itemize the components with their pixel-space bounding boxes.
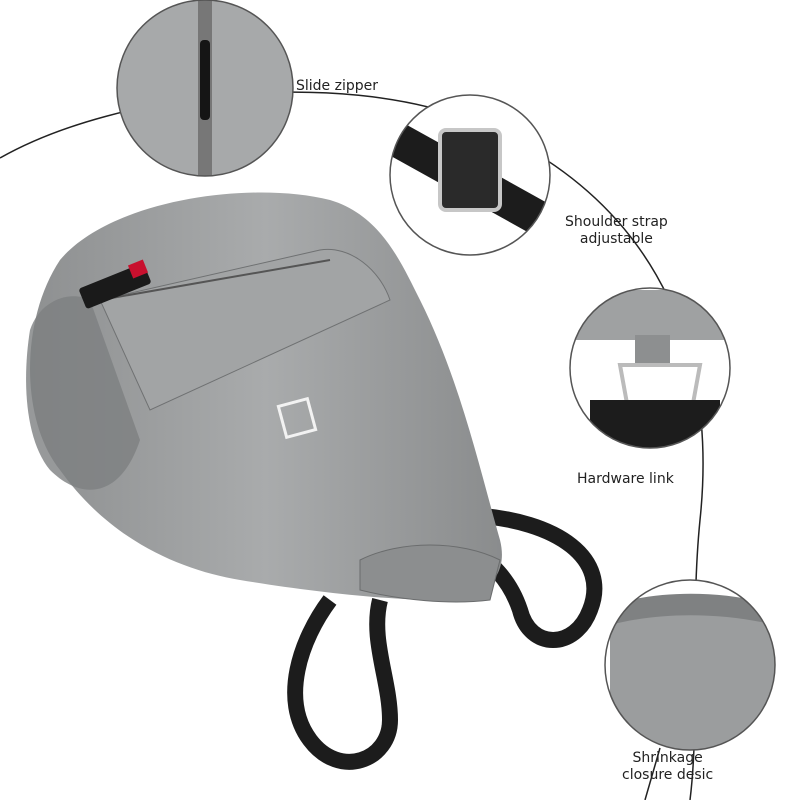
mesh-pocket bbox=[26, 296, 141, 490]
detail-zipper bbox=[117, 0, 293, 176]
backpack bbox=[26, 192, 502, 603]
detail-hardware-link bbox=[570, 288, 730, 448]
callout-shoulder-strap-line1: Shoulder strap bbox=[565, 214, 668, 230]
front-pocket bbox=[99, 248, 391, 411]
pocket-zipper bbox=[99, 259, 331, 301]
callout-shoulder-strap: Shoulder strap adjustable bbox=[565, 214, 668, 248]
callout-shrinkage: Shrinkage closure desic bbox=[622, 750, 713, 784]
callout-shoulder-strap-line2: adjustable bbox=[579, 231, 653, 247]
callout-slide-zipper: Slide zipper bbox=[296, 78, 378, 94]
detail-strap-buckle bbox=[390, 95, 550, 255]
callout-shrinkage-line2: closure desic bbox=[622, 767, 714, 783]
detail-drawstring bbox=[605, 580, 775, 750]
backpack-straps bbox=[287, 507, 603, 770]
brand-logo bbox=[276, 396, 318, 440]
connector-line bbox=[644, 747, 661, 800]
callout-hardware-link: Hardware link bbox=[577, 471, 674, 487]
callout-shrinkage-line1: Shrinkage bbox=[632, 750, 703, 766]
drawstring-gather bbox=[359, 544, 501, 603]
